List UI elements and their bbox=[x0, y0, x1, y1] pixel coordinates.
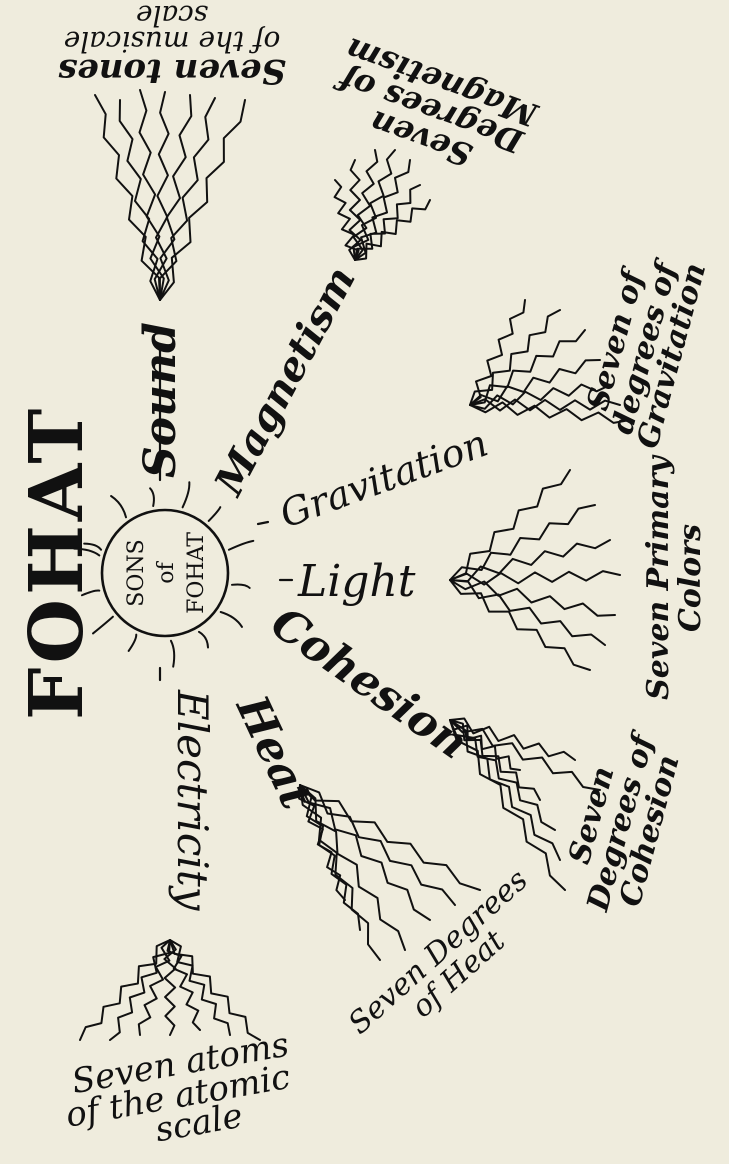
sun-ray bbox=[111, 496, 126, 517]
sun-ray bbox=[221, 612, 242, 627]
gravitation-branch bbox=[470, 310, 560, 405]
center-line-2: of bbox=[154, 560, 179, 583]
center-line-1: SONS bbox=[124, 539, 149, 606]
sound-branch bbox=[160, 100, 245, 300]
sun-ray bbox=[183, 482, 190, 507]
center-line-3: FOHAT bbox=[184, 532, 209, 614]
light-branch bbox=[450, 580, 590, 670]
magnetism-branch bbox=[335, 180, 359, 260]
scale-electricity: Seven atoms of the atomic scale bbox=[57, 1025, 302, 1164]
sun-ray bbox=[199, 632, 208, 648]
scale-sound-line-3: scale bbox=[136, 0, 208, 32]
scale-light-line-1: Seven Primary bbox=[641, 454, 676, 700]
force-sound: Sound bbox=[135, 322, 186, 478]
electricity-branch bbox=[170, 940, 260, 1040]
electricity-branch bbox=[110, 940, 170, 1040]
force-gravitation: Gravitation bbox=[274, 421, 493, 537]
cohesion-branch bbox=[450, 720, 600, 790]
scale-light: Seven Primary Colors bbox=[641, 454, 708, 700]
stem-gravitation bbox=[258, 522, 268, 524]
heat-branch bbox=[300, 785, 455, 905]
light-branch bbox=[450, 505, 595, 580]
force-magnetism: Magnetism bbox=[204, 259, 364, 505]
heat-branch bbox=[300, 785, 380, 960]
force-light: Light bbox=[297, 556, 416, 607]
electricity-branch bbox=[80, 940, 170, 1040]
sun-ray bbox=[150, 488, 154, 506]
force-electricity: Electricity bbox=[168, 689, 217, 912]
magnetism-branch bbox=[354, 150, 378, 260]
light-branch bbox=[450, 580, 605, 645]
magnetism-branch bbox=[354, 150, 396, 260]
scale-heat: Seven Degrees of Heat bbox=[342, 863, 555, 1064]
light-branch bbox=[450, 470, 570, 580]
scale-light-line-2: Colors bbox=[673, 524, 708, 632]
scale-cohesion: Seven Degrees of Cohesion bbox=[551, 719, 691, 924]
scale-gravitation: Seven of degrees of Gravitation bbox=[574, 244, 713, 452]
heat-branch bbox=[300, 785, 405, 950]
sun-ray bbox=[232, 584, 250, 587]
scale-sound: Seven tones of the musicale scale bbox=[58, 0, 286, 91]
heat-branch bbox=[300, 785, 480, 890]
force-heat: Heat bbox=[225, 686, 322, 817]
cohesion-branch bbox=[450, 720, 560, 860]
cohesion-branch bbox=[450, 720, 565, 890]
heat-branch bbox=[300, 785, 430, 920]
sun-ray bbox=[209, 507, 221, 521]
diagram-title: FOHAT bbox=[14, 405, 100, 720]
sun-ray bbox=[171, 641, 174, 667]
sound-branch bbox=[95, 95, 160, 300]
sun-ray bbox=[129, 635, 137, 651]
sun-ray bbox=[229, 541, 253, 550]
